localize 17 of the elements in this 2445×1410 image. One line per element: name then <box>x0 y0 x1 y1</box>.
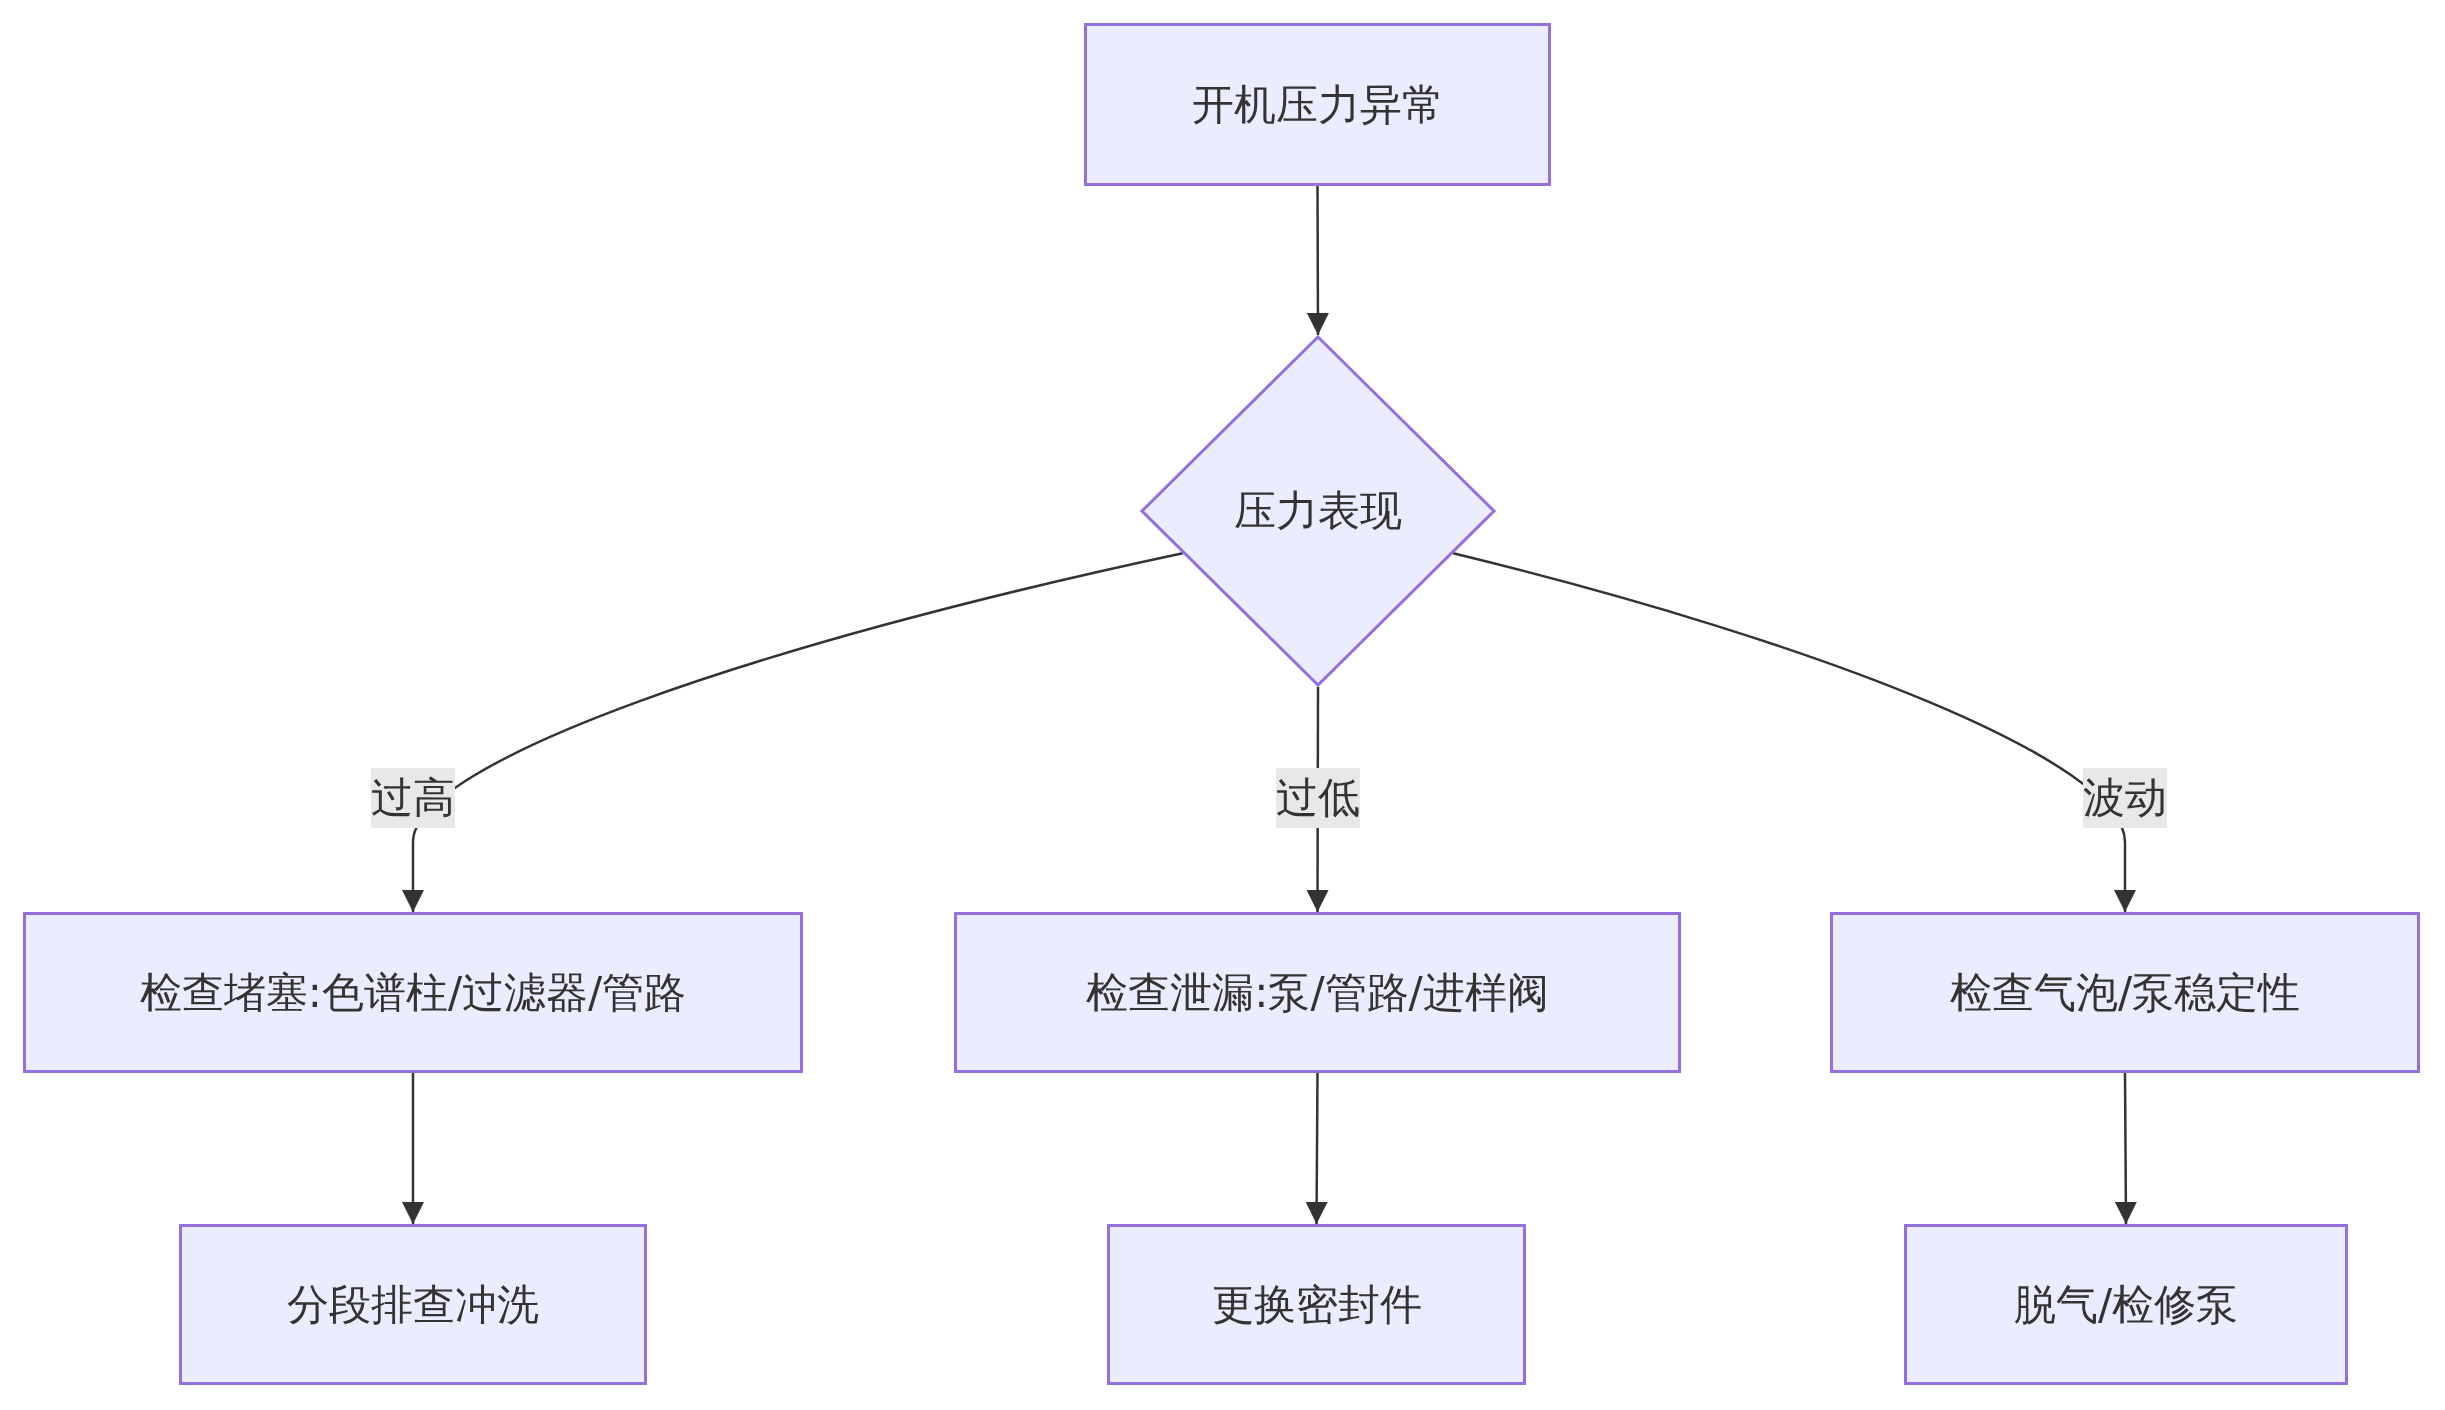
edge-label: 过低 <box>1275 768 1360 828</box>
process-box: 脱气/检修泵 <box>1904 1224 2348 1385</box>
arrow <box>1306 186 1329 335</box>
process-box: 分段排查冲洗 <box>179 1224 647 1385</box>
process-box: 更换密封件 <box>1107 1224 1526 1385</box>
arrow <box>402 1073 424 1224</box>
process-box: 检查泄漏:泵/管路/进样阀 <box>954 912 1681 1073</box>
diamond-label: 压力表现 <box>1234 485 1402 537</box>
edge-label: 波动 <box>2083 768 2167 828</box>
process-box: 开机压力异常 <box>1084 23 1551 186</box>
arrow <box>1305 1073 1328 1224</box>
process-box: 检查堵塞:色谱柱/过滤器/管路 <box>23 912 803 1073</box>
edge-label: 过高 <box>371 768 455 828</box>
process-box: 检查气泡/泵稳定性 <box>1830 912 2420 1073</box>
arrow <box>1452 552 2136 912</box>
arrow <box>402 552 1183 912</box>
arrow <box>2114 1073 2137 1224</box>
